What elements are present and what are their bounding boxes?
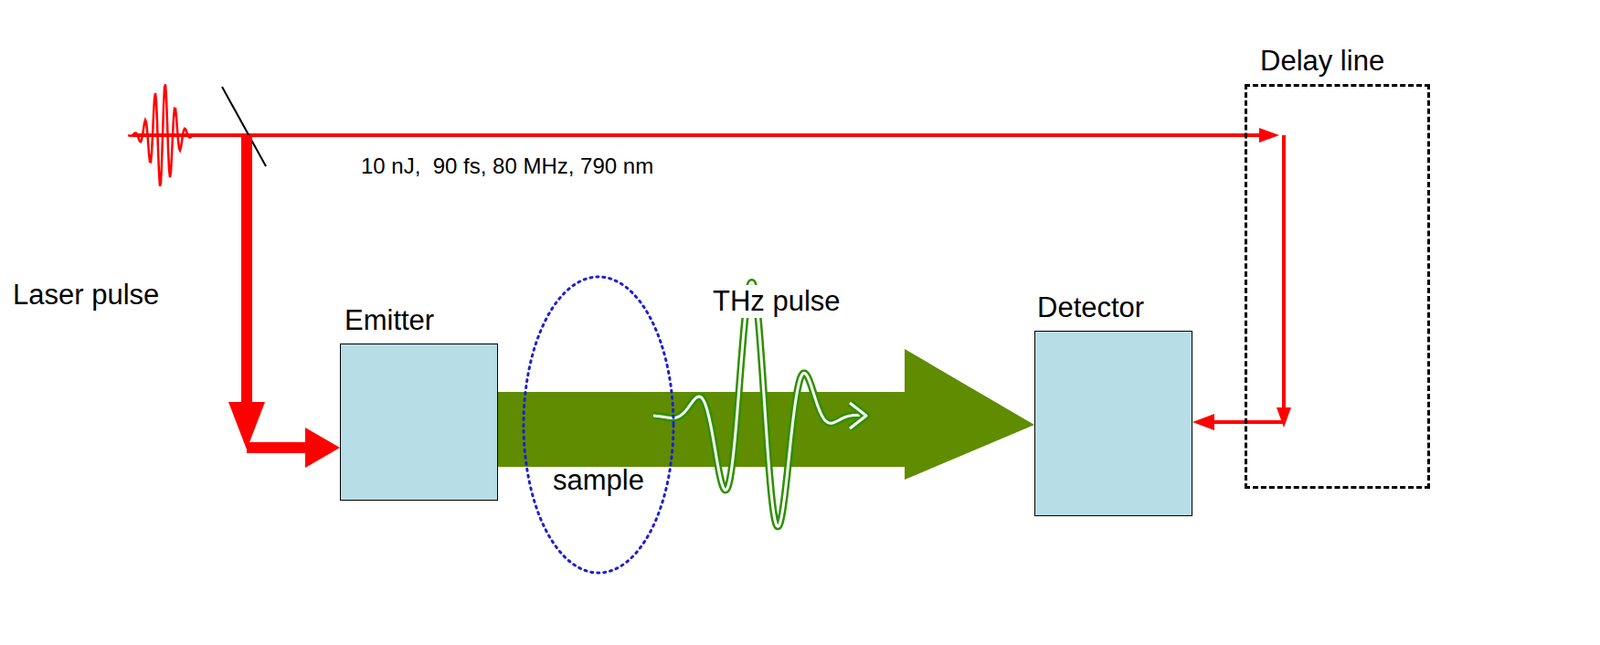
thz-arrow [849, 402, 867, 429]
sample-ellipse: sample [520, 274, 677, 576]
node-label: Delay line [1260, 44, 1385, 78]
text-label: THz pulse [710, 285, 843, 318]
sample-outline [520, 274, 677, 576]
node-label: Emitter [344, 304, 435, 338]
emitter-box: Emitter [339, 343, 499, 501]
arrow-head [1276, 407, 1292, 428]
arrow-head [1259, 127, 1280, 143]
arrow-head [305, 427, 340, 468]
node-label: sample [520, 464, 677, 498]
node-label: Detector [1037, 291, 1145, 325]
delay-line-box: Delay line [1244, 84, 1431, 489]
text-label: 10 nJ, 90 fs, 80 MHz, 790 nm [360, 153, 654, 180]
pump-beam [241, 135, 253, 410]
pump-beam [246, 442, 309, 454]
probe-beam [1282, 135, 1286, 416]
thz-wave [653, 282, 865, 527]
thz-wave [653, 282, 865, 527]
probe-beam [1244, 420, 1284, 424]
laser-beam [132, 133, 1266, 138]
detector-box: Detector [1034, 330, 1193, 517]
probe-arrow [1192, 413, 1245, 431]
thz-arrow [849, 402, 867, 429]
laser-pulse-wave [127, 84, 198, 186]
text-label: Laser pulse [12, 278, 159, 312]
